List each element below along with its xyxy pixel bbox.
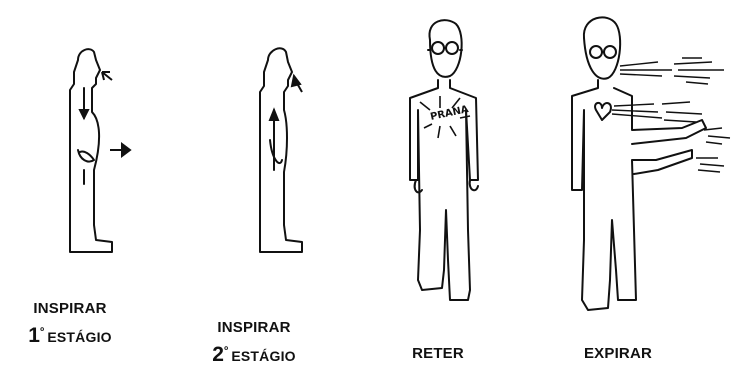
caption-title: EXPIRAR (568, 346, 668, 361)
side-profile-drawing (236, 0, 336, 290)
caption-title: RETER (398, 346, 478, 361)
stage-label: ESTÁGIO (47, 329, 111, 345)
caption-hold: RETER (398, 346, 478, 361)
stage-number: 2 (212, 343, 224, 366)
caption-title: INSPIRAR (10, 301, 130, 316)
caption-title: INSPIRAR (194, 320, 314, 335)
ordinal-mark: º (224, 345, 228, 357)
figure-hold (390, 0, 500, 310)
front-body-drawing (390, 0, 500, 310)
ordinal-mark: º (40, 326, 44, 338)
caption-exhale: EXPIRAR (568, 346, 668, 361)
figure-inhale-stage-2 (236, 0, 336, 290)
figure-exhale (562, 0, 733, 320)
front-body-drawing (562, 0, 733, 320)
stage-number: 1 (28, 324, 40, 347)
figure-inhale-stage-1 (40, 0, 140, 290)
stage-label: ESTÁGIO (231, 348, 295, 364)
side-profile-drawing (40, 0, 140, 290)
